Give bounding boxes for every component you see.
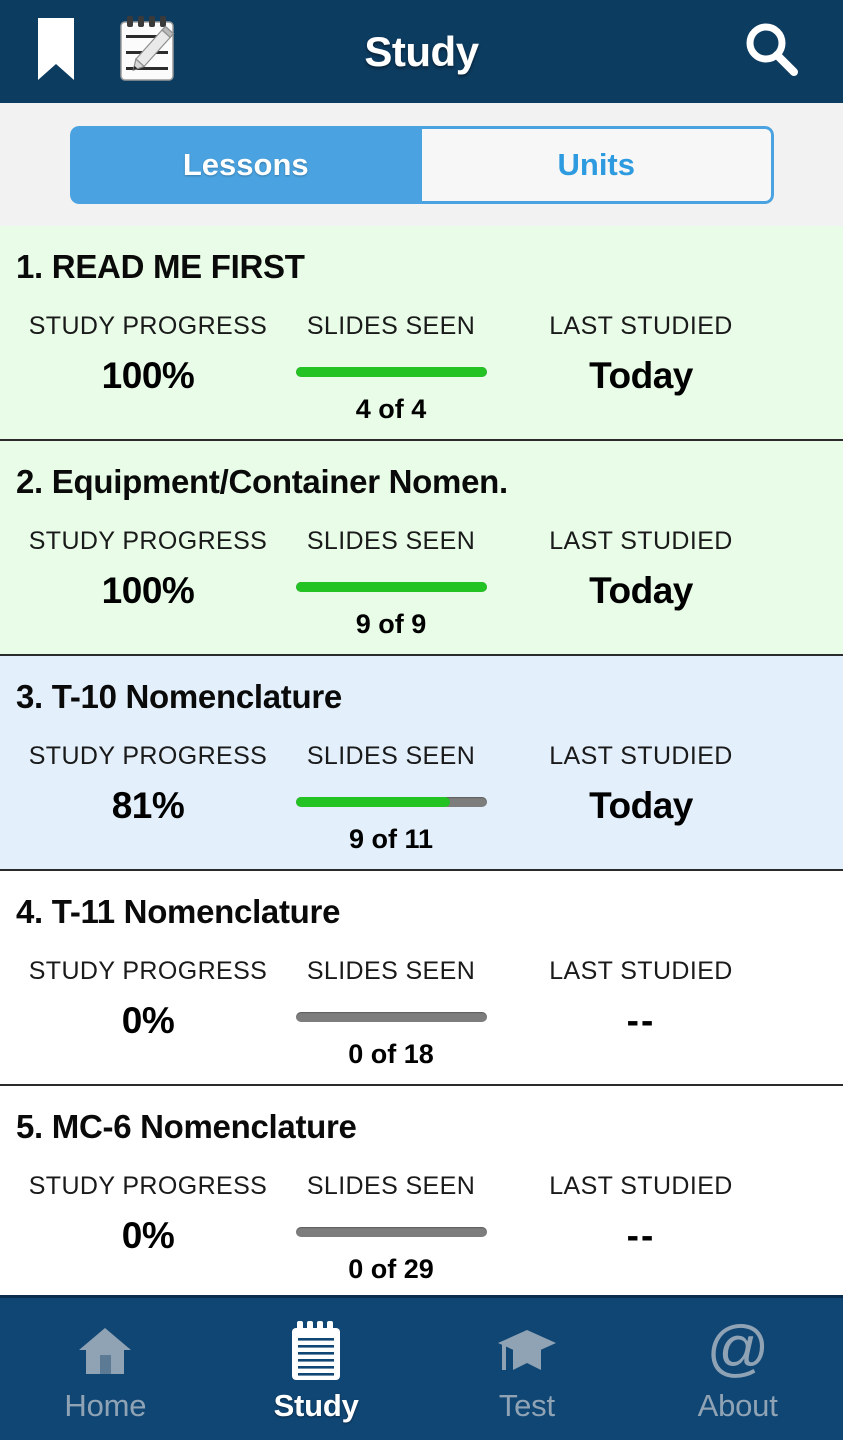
top-app-bar: Study xyxy=(0,0,843,103)
metric-slides-seen: SLIDES SEEN 4 of 4 xyxy=(295,312,487,425)
last-studied-value: -- xyxy=(626,1000,656,1041)
last-studied-value: Today xyxy=(589,355,693,396)
bookmark-icon[interactable] xyxy=(36,16,76,87)
slides-seen-caption: 9 of 11 xyxy=(348,824,434,854)
metric-slides-seen: SLIDES SEEN 0 of 18 xyxy=(295,957,487,1070)
lesson-title: 4. T-11 Nomenclature xyxy=(16,893,341,930)
nav-item-study[interactable]: Study xyxy=(211,1298,422,1440)
slides-progress-fill xyxy=(295,582,487,592)
slides-progress-fill xyxy=(295,367,487,377)
search-icon[interactable] xyxy=(741,18,803,85)
lesson-row[interactable]: 2. Equipment/Container Nomen. STUDY PROG… xyxy=(0,441,843,656)
nav-item-home[interactable]: Home xyxy=(0,1298,211,1440)
slides-seen-label: SLIDES SEEN xyxy=(306,957,476,985)
tab-lessons-label: Lessons xyxy=(182,146,309,182)
study-progress-value: 100% xyxy=(101,570,195,611)
lesson-title: 1. READ ME FIRST xyxy=(16,248,305,285)
metric-study-progress: STUDY PROGRESS 0% xyxy=(0,957,296,1042)
metric-last-studied: LAST STUDIED Today xyxy=(486,527,796,612)
study-progress-value: 100% xyxy=(101,355,195,396)
nav-item-about-label: About xyxy=(697,1388,778,1423)
nav-item-home-label: Home xyxy=(64,1388,147,1423)
study-progress-label: STUDY PROGRESS xyxy=(28,1172,268,1200)
bottom-navigation-bar: Home Study xyxy=(0,1295,843,1440)
slides-progress-bar xyxy=(295,1012,487,1022)
slides-seen-label: SLIDES SEEN xyxy=(306,742,476,770)
metric-last-studied: LAST STUDIED Today xyxy=(486,312,796,397)
study-progress-label: STUDY PROGRESS xyxy=(28,957,268,985)
last-studied-label: LAST STUDIED xyxy=(549,1172,733,1200)
metric-study-progress: STUDY PROGRESS 0% xyxy=(0,1172,296,1257)
nav-item-test-label: Test xyxy=(498,1388,555,1423)
lesson-metrics: STUDY PROGRESS 100% SLIDES SEEN 9 of 9 L… xyxy=(0,527,843,640)
at-sign-icon: @ xyxy=(707,1320,769,1382)
lesson-row[interactable]: 4. T-11 Nomenclature STUDY PROGRESS 0% S… xyxy=(0,871,843,1086)
last-studied-value: Today xyxy=(589,785,693,826)
metric-slides-seen: SLIDES SEEN 9 of 11 xyxy=(295,742,487,855)
graduation-cap-icon xyxy=(496,1320,558,1382)
last-studied-label: LAST STUDIED xyxy=(549,312,733,340)
lesson-title: 3. T-10 Nomenclature xyxy=(16,678,342,715)
slides-progress-bar xyxy=(295,367,487,377)
slides-progress-bar xyxy=(295,1227,487,1237)
tab-units[interactable]: Units xyxy=(422,125,774,204)
slides-seen-caption: 4 of 4 xyxy=(355,394,427,424)
segmented-control: Lessons Units xyxy=(69,125,774,204)
top-bar-right-actions xyxy=(741,18,843,85)
svg-text:@: @ xyxy=(707,1320,769,1382)
last-studied-label: LAST STUDIED xyxy=(549,957,733,985)
lesson-metrics: STUDY PROGRESS 81% SLIDES SEEN 9 of 11 L… xyxy=(0,742,843,855)
metric-study-progress: STUDY PROGRESS 100% xyxy=(0,312,296,397)
nav-item-test[interactable]: Test xyxy=(422,1298,633,1440)
last-studied-value: Today xyxy=(589,570,693,611)
study-progress-value: 81% xyxy=(111,785,185,826)
segmented-control-container: Lessons Units xyxy=(0,103,843,226)
lesson-row[interactable]: 1. READ ME FIRST STUDY PROGRESS 100% SLI… xyxy=(0,226,843,441)
lesson-row[interactable]: 5. MC-6 Nomenclature STUDY PROGRESS 0% S… xyxy=(0,1086,843,1295)
slides-seen-caption: 0 of 29 xyxy=(348,1254,434,1284)
lesson-row[interactable]: 3. T-10 Nomenclature STUDY PROGRESS 81% … xyxy=(0,656,843,871)
lesson-list[interactable]: 1. READ ME FIRST STUDY PROGRESS 100% SLI… xyxy=(0,226,843,1295)
metric-study-progress: STUDY PROGRESS 81% xyxy=(0,742,296,827)
slides-seen-label: SLIDES SEEN xyxy=(306,527,476,555)
notepad-icon xyxy=(288,1320,344,1382)
nav-item-about[interactable]: @ About xyxy=(632,1298,843,1440)
slides-progress-fill xyxy=(295,797,451,807)
metric-last-studied: LAST STUDIED -- xyxy=(486,1172,796,1257)
study-progress-label: STUDY PROGRESS xyxy=(28,742,268,770)
top-bar-left-actions xyxy=(0,14,178,89)
study-progress-value: 0% xyxy=(121,1000,175,1041)
metric-slides-seen: SLIDES SEEN 9 of 9 xyxy=(295,527,487,640)
slides-progress-bar xyxy=(295,797,487,807)
lesson-metrics: STUDY PROGRESS 100% SLIDES SEEN 4 of 4 L… xyxy=(0,312,843,425)
study-progress-label: STUDY PROGRESS xyxy=(28,312,268,340)
tab-lessons[interactable]: Lessons xyxy=(69,125,422,204)
last-studied-label: LAST STUDIED xyxy=(549,527,733,555)
metric-last-studied: LAST STUDIED -- xyxy=(486,957,796,1042)
nav-item-study-label: Study xyxy=(273,1388,359,1423)
home-icon xyxy=(76,1320,134,1382)
tab-units-label: Units xyxy=(557,146,636,182)
lesson-title: 5. MC-6 Nomenclature xyxy=(16,1108,357,1145)
lesson-metrics: STUDY PROGRESS 0% SLIDES SEEN 0 of 29 LA… xyxy=(0,1172,843,1285)
lesson-title: 2. Equipment/Container Nomen. xyxy=(16,463,508,500)
study-progress-value: 0% xyxy=(121,1215,175,1256)
last-studied-value: -- xyxy=(626,1215,656,1256)
metric-slides-seen: SLIDES SEEN 0 of 29 xyxy=(295,1172,487,1285)
notepad-pencil-icon[interactable] xyxy=(116,14,178,89)
study-progress-label: STUDY PROGRESS xyxy=(28,527,268,555)
last-studied-label: LAST STUDIED xyxy=(549,742,733,770)
slides-progress-bar xyxy=(295,582,487,592)
metric-study-progress: STUDY PROGRESS 100% xyxy=(0,527,296,612)
metric-last-studied: LAST STUDIED Today xyxy=(486,742,796,827)
slides-seen-label: SLIDES SEEN xyxy=(306,312,476,340)
slides-seen-caption: 9 of 9 xyxy=(355,609,427,639)
slides-seen-caption: 0 of 18 xyxy=(348,1039,434,1069)
slides-seen-label: SLIDES SEEN xyxy=(306,1172,476,1200)
lesson-metrics: STUDY PROGRESS 0% SLIDES SEEN 0 of 18 LA… xyxy=(0,957,843,1070)
